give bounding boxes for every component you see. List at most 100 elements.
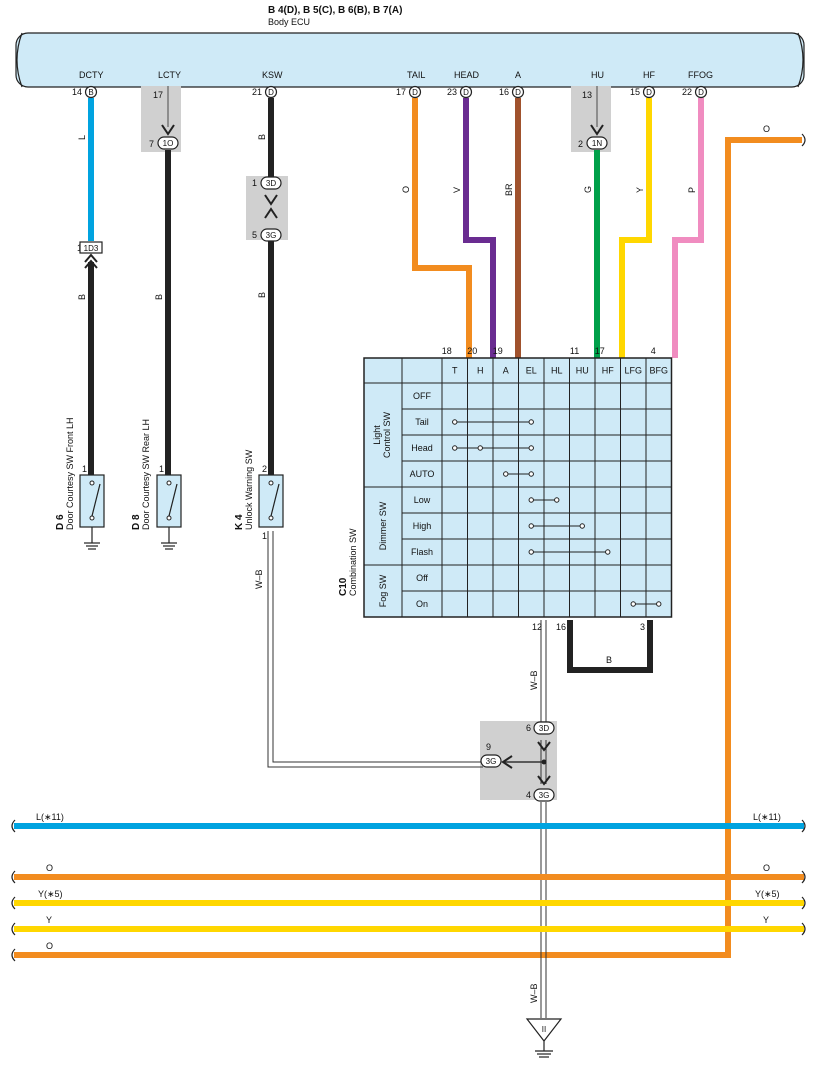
c10-column-header: HU bbox=[576, 366, 589, 376]
c10-column-header: T bbox=[452, 366, 458, 376]
terminal-ffog-label: FFOG bbox=[688, 70, 713, 80]
c10-connection-node bbox=[528, 549, 534, 555]
svg-text:L: L bbox=[77, 135, 87, 140]
bus-y5-right-label: Y(∗5) bbox=[755, 889, 780, 899]
pin-1o: 7 bbox=[149, 139, 154, 149]
terminal-dcty-label: DCTY bbox=[79, 70, 104, 80]
bus-y-left-label: Y bbox=[46, 915, 52, 925]
pin-head: 23 bbox=[447, 87, 457, 97]
svg-text:O: O bbox=[401, 186, 411, 193]
conn-j6: 3D bbox=[539, 724, 549, 733]
pin-hu: 13 bbox=[582, 90, 592, 100]
d8-name: Door Courtesy SW Rear LH bbox=[141, 419, 151, 530]
svg-text:B: B bbox=[77, 294, 87, 300]
pin-j9: 9 bbox=[486, 742, 491, 752]
c10-row-label: High bbox=[413, 521, 432, 531]
svg-text:V: V bbox=[452, 187, 462, 193]
svg-text:B: B bbox=[154, 294, 164, 300]
svg-text:W–B: W–B bbox=[529, 670, 539, 690]
c10-connection-node bbox=[452, 419, 458, 425]
k4-pin-bottom: 1 bbox=[262, 531, 267, 541]
conn-ksw-3d: 3D bbox=[266, 179, 276, 188]
d6-name: Door Courtesy SW Front LH bbox=[65, 417, 75, 530]
ecu-title: B 4(D), B 5(C), B 6(B), B 7(A) bbox=[268, 5, 402, 16]
c10-connection-node bbox=[528, 471, 534, 477]
pin-tail: 17 bbox=[396, 87, 406, 97]
c10-group-label: Light bbox=[372, 425, 382, 445]
c10-connection-node bbox=[528, 419, 534, 425]
c10-top-pin: 11 bbox=[570, 346, 579, 356]
bus-lines: L(∗11) L(∗11) O O Y(∗5) Y(∗5) Y Y O O bbox=[11, 124, 806, 962]
inline-connectors: 7 1O 2 1N 1 3D 5 3G 19 1D3 6 3D 4 3G 9 bbox=[77, 124, 608, 802]
pin-ksw: 21 bbox=[252, 87, 262, 97]
c10-top-pin: 17 bbox=[595, 346, 605, 356]
c10-column-header: A bbox=[503, 366, 509, 376]
k4-pin-top: 2 bbox=[262, 464, 267, 474]
bus-y-right-label: Y bbox=[763, 915, 769, 925]
pin-ksw-3d: 1 bbox=[252, 178, 257, 188]
c10-group-label: Control SW bbox=[382, 411, 392, 458]
conn-head: D bbox=[463, 88, 469, 97]
bus-l-right-label: L(∗11) bbox=[753, 812, 781, 822]
svg-text:G: G bbox=[583, 186, 593, 193]
ecu-terminal-labels: DCTY LCTY KSW TAIL HEAD A HU HF FFOG bbox=[79, 70, 713, 80]
bus-o-right-label: O bbox=[763, 863, 770, 873]
svg-text:B: B bbox=[257, 134, 267, 140]
c10-connection-node bbox=[630, 601, 636, 607]
wire-head-v bbox=[463, 98, 496, 358]
conn-1n: 1N bbox=[592, 139, 602, 148]
c10-pin-12: 12 bbox=[532, 622, 542, 632]
c10-connection-node bbox=[656, 601, 662, 607]
c10-code: C10 bbox=[338, 577, 349, 596]
c10-connection-node bbox=[605, 549, 611, 555]
terminal-a-label: A bbox=[515, 70, 521, 80]
svg-text:Y: Y bbox=[635, 187, 645, 193]
bus-l-left-label: L(∗11) bbox=[36, 812, 64, 822]
terminal-head-label: HEAD bbox=[454, 70, 480, 80]
svg-text:W–B: W–B bbox=[529, 983, 539, 1003]
conn-1o: 1O bbox=[163, 139, 174, 148]
bus-o2-left-label: O bbox=[46, 941, 53, 951]
body-ecu-block bbox=[15, 32, 805, 88]
svg-text:P: P bbox=[687, 187, 697, 193]
wire-tail-o bbox=[412, 98, 472, 358]
ground-label: II bbox=[542, 1025, 546, 1034]
c10-column-header: EL bbox=[526, 366, 537, 376]
bus-y5-left-label: Y(∗5) bbox=[38, 889, 63, 899]
conn-j4: 3G bbox=[539, 791, 550, 800]
pin-j6: 6 bbox=[526, 723, 531, 733]
d8-code: D 8 bbox=[131, 514, 142, 530]
pin-hf: 15 bbox=[630, 87, 640, 97]
ecu-name: Body ECU bbox=[268, 17, 310, 27]
pin-lcty: 17 bbox=[153, 90, 163, 100]
conn-1d3: 1D3 bbox=[84, 244, 99, 253]
c10-top-pin: 20 bbox=[467, 346, 477, 356]
c10-connection-node bbox=[477, 445, 483, 451]
wire-ffog-p bbox=[672, 98, 704, 358]
terminal-lcty-label: LCTY bbox=[158, 70, 181, 80]
c10-column-header: HL bbox=[551, 366, 563, 376]
c10-row-label: Flash bbox=[411, 547, 433, 557]
c10-column-header: H bbox=[477, 366, 484, 376]
pin-ksw-3g: 5 bbox=[252, 230, 257, 240]
c10-row-label: OFF bbox=[413, 391, 431, 401]
conn-a: D bbox=[515, 88, 521, 97]
c10-row-label: Tail bbox=[415, 417, 429, 427]
c10-row-label: Off bbox=[416, 573, 428, 583]
right-o-label: O bbox=[763, 124, 770, 134]
pin-1n: 2 bbox=[578, 139, 583, 149]
svg-text:BR: BR bbox=[504, 183, 514, 196]
k4-name: Unlock Warning SW bbox=[244, 449, 254, 530]
d8-pin: 1 bbox=[159, 464, 164, 474]
bus-o-left-label: O bbox=[46, 863, 53, 873]
pin-ffog: 22 bbox=[682, 87, 692, 97]
c10-group-label: Dimmer SW bbox=[378, 501, 388, 550]
switch-d6: 1 D 6 Door Courtesy SW Front LH bbox=[55, 417, 105, 550]
conn-ffog: D bbox=[698, 88, 704, 97]
c10-connection-node bbox=[528, 445, 534, 451]
c10-row-label: Low bbox=[414, 495, 431, 505]
c10-connection-node bbox=[503, 471, 509, 477]
